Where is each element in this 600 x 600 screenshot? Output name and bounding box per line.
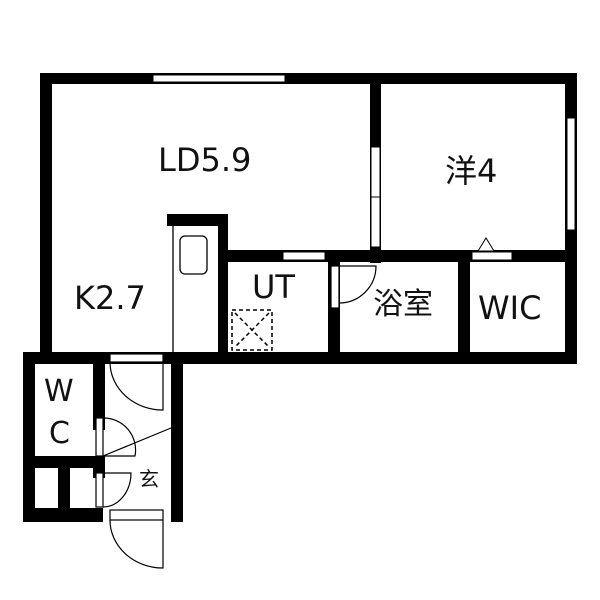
ut-window [282, 251, 326, 261]
room-label-kitchen: K2.7 [74, 279, 146, 317]
bath-door-swing [338, 265, 377, 304]
windows [152, 74, 576, 261]
entrance-door-swing [109, 519, 164, 569]
room-label-western: 洋4 [445, 152, 498, 190]
doors [95, 265, 377, 569]
room-label-ut: UT [252, 268, 295, 306]
ld-window [152, 74, 286, 83]
room-label-wic: WIC [478, 289, 542, 327]
room-label-bath: 浴室 [373, 287, 433, 322]
sink-icon [179, 235, 208, 275]
western-window [566, 117, 576, 231]
wic-entry-arrow-icon [477, 237, 495, 252]
room-label-ld: LD5.9 [158, 141, 252, 179]
room-label-wc-c: C [49, 416, 70, 451]
ld-western-sliding-door [370, 146, 381, 198]
washer-pan-icon [231, 309, 273, 351]
kitchen-fixtures [172, 226, 208, 352]
room-label-wc-w: W [44, 374, 74, 409]
wic-door [471, 251, 513, 261]
ut-washer [231, 309, 273, 351]
room-label-entrance: 玄 [139, 467, 159, 491]
